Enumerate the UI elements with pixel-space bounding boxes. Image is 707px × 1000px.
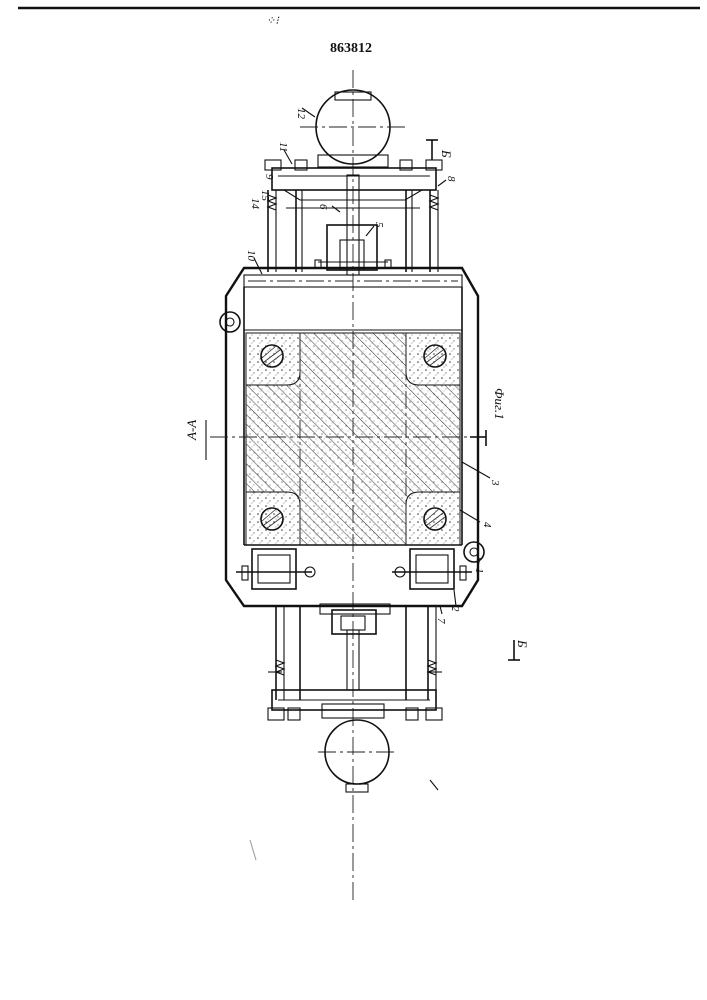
callout-14: 14	[249, 198, 261, 210]
svg-text:Фиг.1: Фиг.1	[492, 388, 507, 420]
callout-7: 7	[435, 606, 447, 624]
concrete-product	[246, 333, 460, 545]
scratch-mark	[430, 780, 438, 790]
bottom-vibrator	[268, 604, 442, 700]
svg-text:10: 10	[245, 250, 257, 262]
svg-text:5: 5	[373, 222, 385, 228]
svg-text:14: 14	[249, 198, 261, 210]
callout-3: 3	[462, 462, 501, 486]
svg-text:Б: Б	[439, 149, 454, 158]
callout-9: 9	[263, 174, 275, 180]
svg-text:11: 11	[277, 142, 289, 152]
svg-text:9: 9	[263, 174, 275, 180]
svg-text:6: 6	[317, 204, 329, 210]
bottom-motor	[318, 720, 396, 792]
callout-2: 2	[449, 590, 461, 612]
section-label-aa: А-А	[184, 420, 206, 460]
callout-12: 12	[295, 108, 315, 120]
callout-8: 8	[438, 176, 457, 186]
bottom-clamps	[236, 542, 484, 589]
svg-text:3: 3	[489, 479, 501, 486]
svg-text:7: 7	[435, 618, 447, 624]
svg-text:1: 1	[473, 568, 485, 574]
bottom-frame	[268, 690, 442, 720]
callout-11: 11	[277, 142, 292, 164]
callout-5: 5	[366, 222, 385, 236]
svg-text:4: 4	[481, 522, 493, 528]
section-marker-top: Б	[426, 140, 454, 160]
svg-text:8: 8	[445, 176, 457, 182]
figure-caption: Фиг.1	[470, 388, 507, 446]
callout-10: 10	[245, 250, 262, 274]
svg-text:А-А: А-А	[184, 420, 199, 441]
callout-4: 4	[460, 510, 493, 528]
svg-text:2: 2	[449, 606, 461, 612]
section-marker-bottom: Б	[508, 639, 530, 660]
scratch-mark	[250, 840, 256, 860]
svg-text:12: 12	[295, 108, 307, 120]
patent-number: 863812	[330, 41, 372, 56]
top-mark: ⁘⁝	[266, 15, 280, 27]
svg-text:Б: Б	[515, 639, 530, 648]
top-frame	[265, 160, 442, 200]
